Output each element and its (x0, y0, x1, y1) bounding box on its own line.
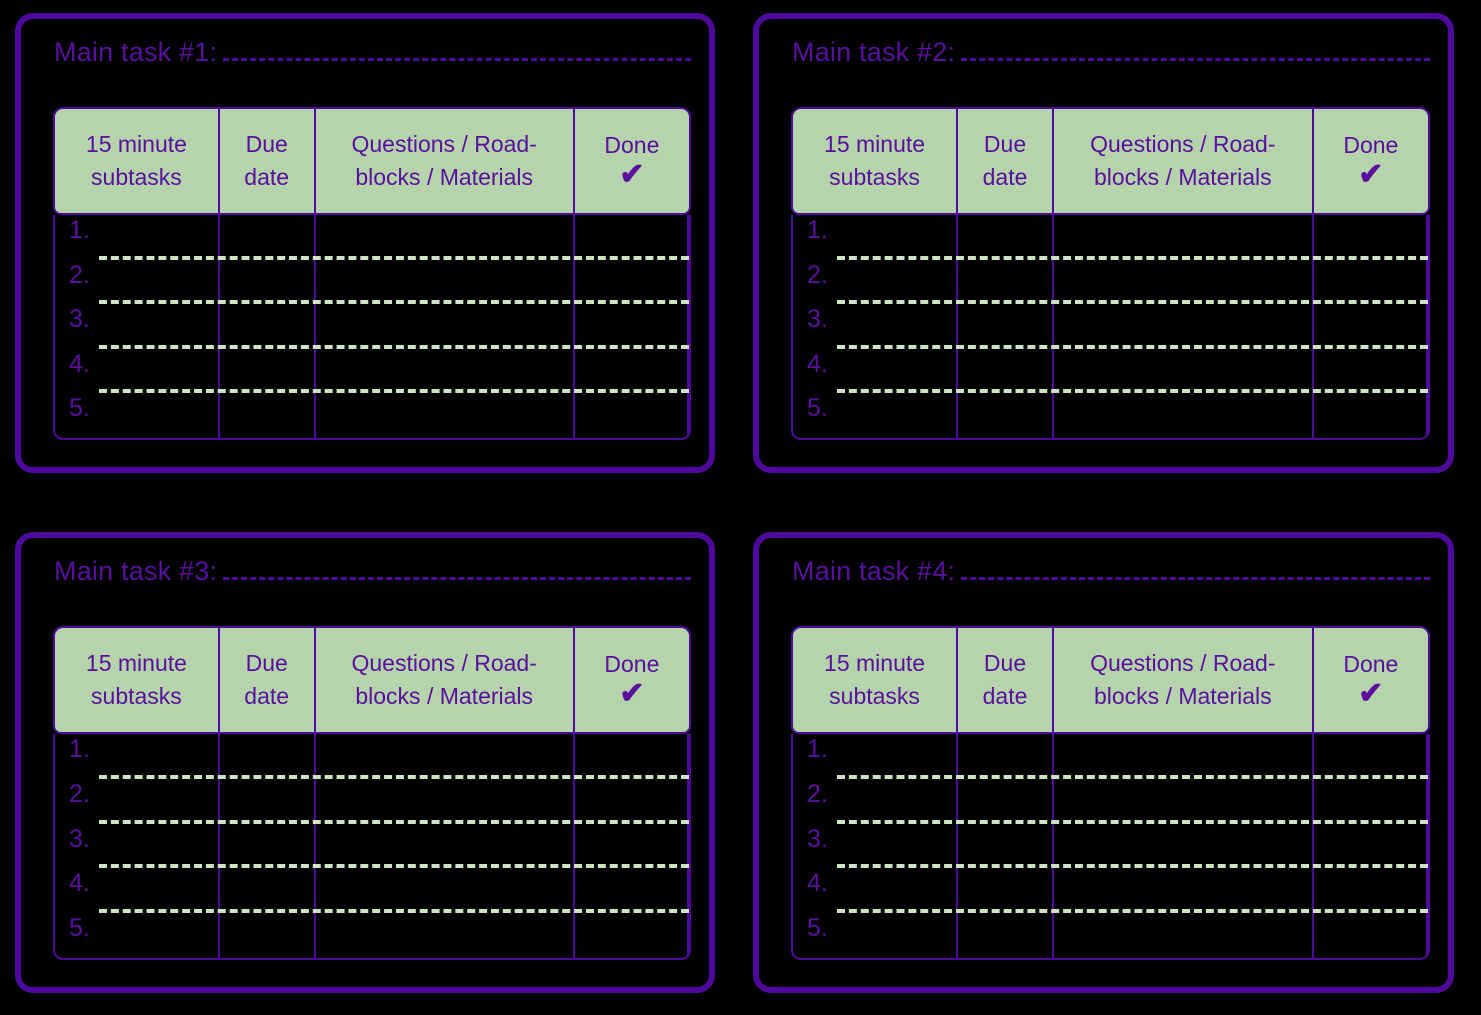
body-column-subtasks[interactable] (55, 215, 220, 438)
body-column-due-date[interactable] (958, 215, 1054, 438)
subtask-table: 15 minute subtasks Due date Questions / … (791, 107, 1430, 440)
card-title-row: Main task #2: (792, 39, 1430, 79)
check-icon: ✔ (619, 677, 645, 711)
column-header-done: Done ✔ (575, 628, 689, 732)
card-slot-4: Main task #4: 15 minute subtasks Due dat… (740, 520, 1481, 1015)
column-header-done: Done ✔ (1314, 109, 1428, 213)
table-header-row: 15 minute subtasks Due date Questions / … (53, 626, 691, 734)
task-title-input-line[interactable] (961, 561, 1430, 580)
body-column-subtasks[interactable] (55, 734, 220, 958)
check-icon: ✔ (619, 158, 645, 192)
card-title-row: Main task #4: (792, 558, 1430, 598)
body-column-questions[interactable] (1054, 215, 1314, 438)
card-slot-1: Main task #1: 15 minute subtasks Due dat… (0, 0, 740, 520)
body-column-subtasks[interactable] (793, 215, 959, 438)
subtask-table: 15 minute subtasks Due date Questions / … (53, 626, 691, 960)
column-header-questions: Questions / Road- blocks / Materials (316, 628, 575, 732)
done-label: Done (604, 131, 660, 158)
body-column-due-date[interactable] (220, 215, 316, 438)
table-header-row: 15 minute subtasks Due date Questions / … (791, 626, 1430, 734)
page-title: Main task #4: (792, 556, 956, 586)
body-column-subtasks[interactable] (793, 734, 959, 958)
task-title-input-line[interactable] (223, 42, 691, 61)
task-card-1[interactable]: Main task #1: 15 minute subtasks Due dat… (15, 13, 715, 473)
done-label: Done (1343, 650, 1399, 677)
task-card-4[interactable]: Main task #4: 15 minute subtasks Due dat… (753, 532, 1454, 993)
body-column-due-date[interactable] (220, 734, 316, 958)
body-column-done[interactable] (575, 215, 689, 438)
column-header-subtasks: 15 minute subtasks (55, 628, 220, 732)
card-slot-3: Main task #3: 15 minute subtasks Due dat… (0, 520, 740, 1015)
body-column-questions[interactable] (316, 215, 575, 438)
task-card-3[interactable]: Main task #3: 15 minute subtasks Due dat… (15, 532, 715, 993)
card-title-row: Main task #1: (54, 39, 691, 79)
table-header-row: 15 minute subtasks Due date Questions / … (53, 107, 691, 215)
table-body: 1. 2. 3. 4. 5. (791, 734, 1430, 960)
done-label: Done (604, 650, 660, 677)
card-title-row: Main task #3: (54, 558, 691, 598)
column-header-due-date: Due date (220, 628, 316, 732)
column-header-questions: Questions / Road- blocks / Materials (316, 109, 575, 213)
done-label: Done (1343, 131, 1399, 158)
column-header-subtasks: 15 minute subtasks (793, 628, 959, 732)
column-header-due-date: Due date (958, 628, 1054, 732)
column-header-questions: Questions / Road- blocks / Materials (1054, 628, 1314, 732)
table-body: 1. 2. 3. 4. 5. (791, 215, 1430, 440)
column-header-done: Done ✔ (575, 109, 689, 213)
body-column-questions[interactable] (316, 734, 575, 958)
page-title: Main task #1: (54, 37, 218, 67)
column-header-due-date: Due date (220, 109, 316, 213)
check-icon: ✔ (1358, 158, 1384, 192)
table-body: 1. 2. 3. 4. 5. (53, 215, 691, 440)
subtask-table: 15 minute subtasks Due date Questions / … (53, 107, 691, 440)
task-title-input-line[interactable] (961, 42, 1430, 61)
column-header-subtasks: 15 minute subtasks (55, 109, 220, 213)
body-column-done[interactable] (575, 734, 689, 958)
check-icon: ✔ (1358, 677, 1384, 711)
task-card-2[interactable]: Main task #2: 15 minute subtasks Due dat… (753, 13, 1454, 473)
table-body: 1. 2. 3. 4. 5. (53, 734, 691, 960)
body-column-done[interactable] (1314, 215, 1428, 438)
page-title: Main task #3: (54, 556, 218, 586)
column-header-due-date: Due date (958, 109, 1054, 213)
card-slot-2: Main task #2: 15 minute subtasks Due dat… (740, 0, 1481, 520)
body-column-due-date[interactable] (958, 734, 1054, 958)
task-title-input-line[interactable] (223, 561, 691, 580)
body-column-questions[interactable] (1054, 734, 1314, 958)
subtask-table: 15 minute subtasks Due date Questions / … (791, 626, 1430, 960)
page-title: Main task #2: (792, 37, 956, 67)
column-header-done: Done ✔ (1314, 628, 1428, 732)
body-column-done[interactable] (1314, 734, 1428, 958)
column-header-questions: Questions / Road- blocks / Materials (1054, 109, 1314, 213)
column-header-subtasks: 15 minute subtasks (793, 109, 959, 213)
table-header-row: 15 minute subtasks Due date Questions / … (791, 107, 1430, 215)
